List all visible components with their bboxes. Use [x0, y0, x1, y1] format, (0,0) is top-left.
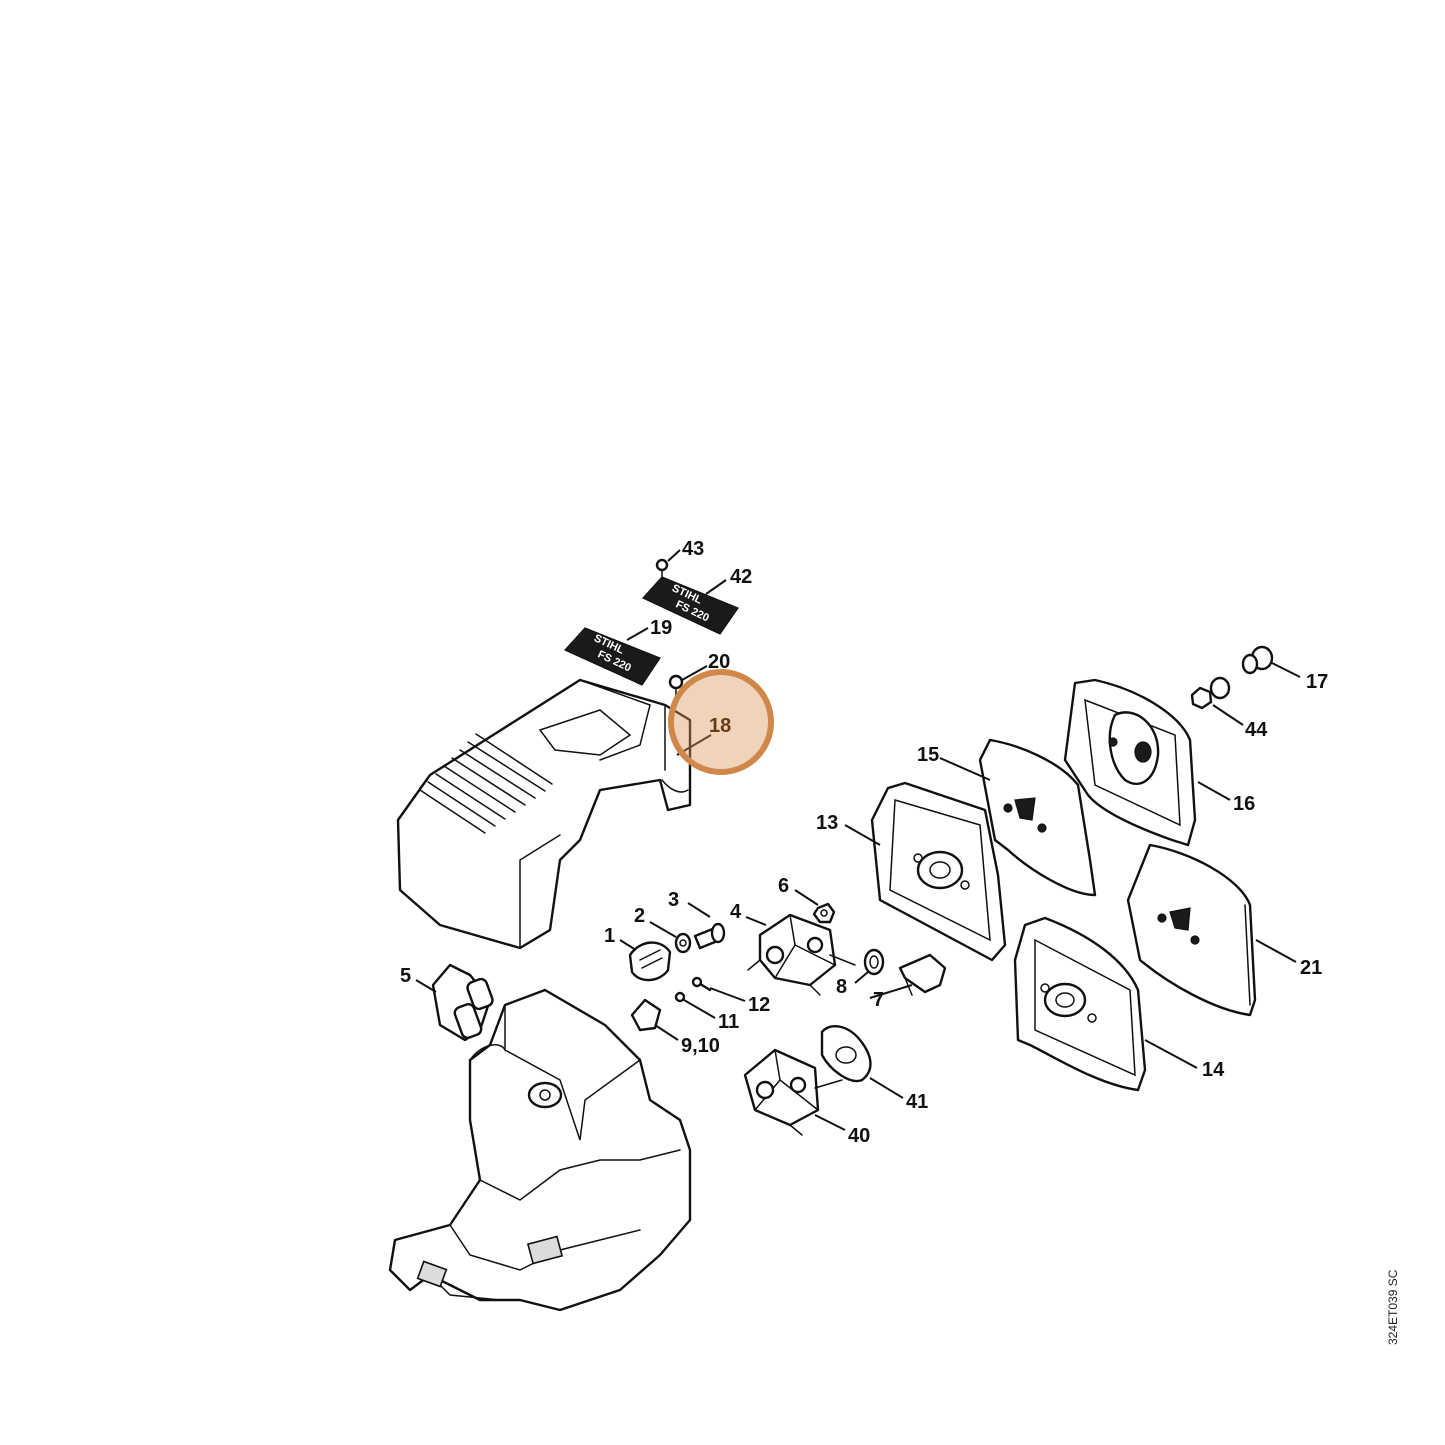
callout-6: 6 [778, 875, 789, 897]
callout-2: 2 [634, 905, 645, 927]
manifold-5 [431, 963, 494, 1042]
filter-21 [1126, 843, 1257, 1017]
filter-base-14 [1013, 916, 1147, 1092]
callout-43: 43 [682, 538, 704, 560]
callout-14: 14 [1202, 1059, 1225, 1081]
screw-3 [693, 922, 726, 950]
screw-12 [691, 976, 712, 992]
shroud-cover [396, 678, 692, 950]
nut-6 [812, 902, 836, 924]
callout-5: 5 [400, 965, 411, 987]
callout-41: 41 [906, 1091, 928, 1113]
nut-44 [1190, 676, 1231, 710]
callout-21: 21 [1300, 957, 1322, 979]
callout-1: 1 [604, 925, 615, 947]
knob-17 [1241, 645, 1274, 675]
part-9-10 [630, 998, 662, 1032]
highlight-part-18[interactable]: 18 [668, 669, 774, 775]
reference-code: 324ET039 SC [1386, 1269, 1400, 1345]
carburetor-4 [747, 913, 856, 996]
carburetor-40 [743, 1048, 843, 1136]
filter-cover-16 [1063, 678, 1197, 847]
screw-20 [668, 674, 684, 698]
callout-13: 13 [816, 812, 838, 834]
washer-11 [674, 991, 686, 1003]
callout-18: 18 [709, 715, 731, 737]
callout-4: 4 [730, 901, 742, 923]
callout-40: 40 [848, 1125, 870, 1147]
callout-20: 20 [708, 651, 730, 673]
callout-labels: 43 42 19 20 15 16 13 17 44 21 14 6 3 2 1… [400, 538, 1328, 1147]
callout-3: 3 [668, 889, 679, 911]
callout-8: 8 [836, 976, 847, 998]
leader-lines [415, 549, 1301, 1131]
gasket-41 [820, 1024, 872, 1083]
housing-frame [388, 988, 692, 1312]
filter-base-13 [870, 781, 1007, 962]
callout-19: 19 [650, 617, 672, 639]
callout-9-10: 9,10 [681, 1035, 720, 1057]
screw-43 [655, 558, 669, 578]
callout-7: 7 [873, 989, 884, 1011]
shroud-vent-slots [419, 733, 553, 834]
bushing-8 [863, 948, 885, 976]
choke-7 [898, 953, 947, 996]
callout-42: 42 [730, 566, 752, 588]
callout-17: 17 [1306, 671, 1328, 693]
callout-12: 12 [748, 994, 770, 1016]
callout-44: 44 [1245, 719, 1268, 741]
callout-11: 11 [718, 1011, 739, 1033]
callout-15: 15 [917, 744, 939, 766]
part-1 [628, 941, 672, 982]
washer-2 [674, 932, 692, 954]
filter-15 [978, 738, 1097, 897]
callout-16: 16 [1233, 793, 1255, 815]
name-plate-19: STIHL FS 220 [564, 627, 661, 686]
